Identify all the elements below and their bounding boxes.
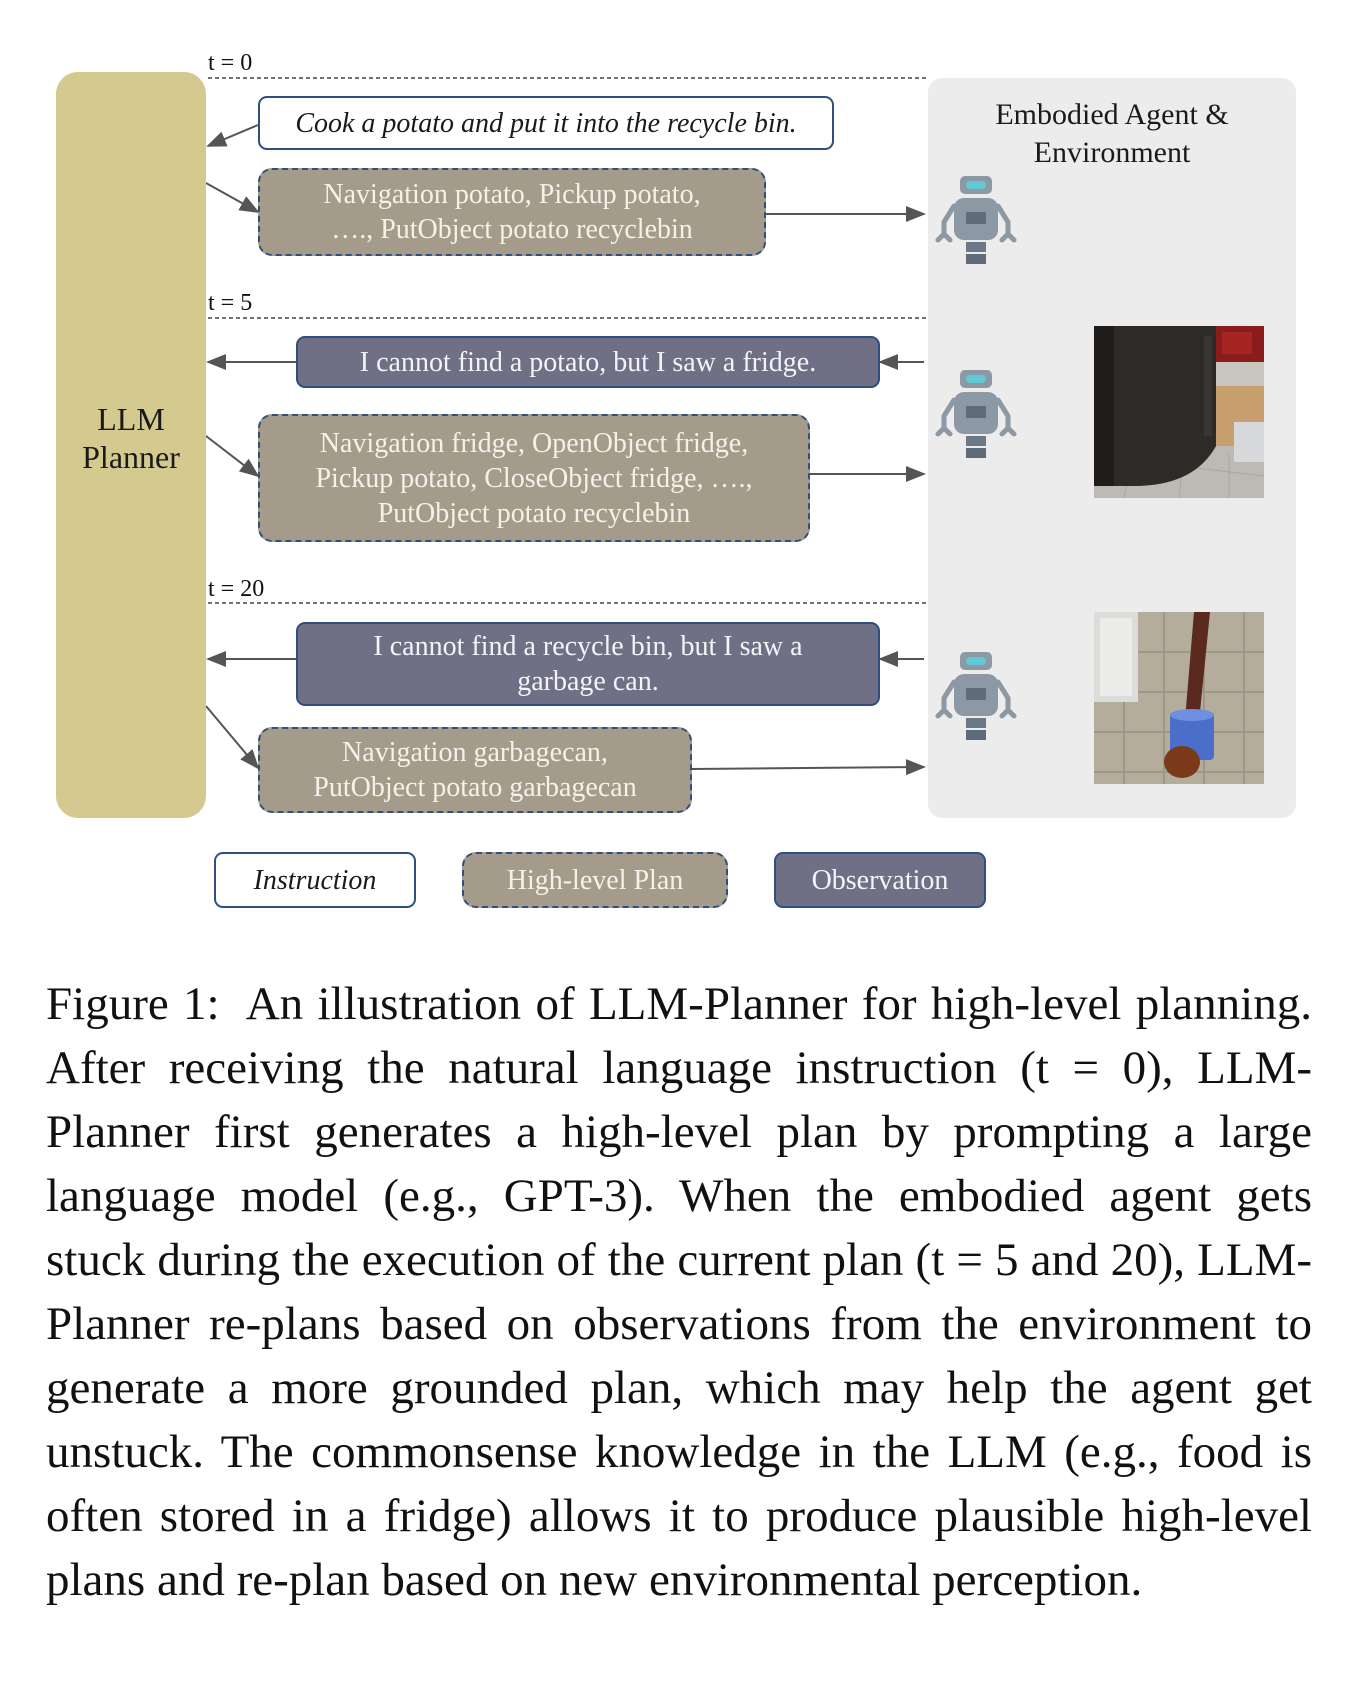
- arrow-planner-to-plan3: [205, 705, 260, 770]
- environment-title: Embodied Agent & Environment: [995, 98, 1229, 169]
- instruction-box: Cook a potato and put it into the recycl…: [258, 96, 834, 150]
- arrow-plan3-to-agent: [691, 759, 926, 776]
- plan-box-3: Navigation garbagecan, PutObject potato …: [258, 727, 692, 813]
- time-marker-t5: t = 5: [208, 290, 253, 316]
- legend-observation: Observation: [774, 852, 986, 908]
- robot-icon: [935, 176, 1017, 264]
- llm-planner-label: LLM Planner: [82, 401, 180, 475]
- caption-label: Figure 1:: [46, 978, 220, 1030]
- figure-diagram: LLM Planner Embodied Agent & Environment…: [56, 50, 1296, 908]
- robot-icon: [935, 652, 1017, 740]
- time-marker-t20: t = 20: [208, 576, 265, 602]
- figure-caption: Figure 1: An illustration of LLM-Planner…: [46, 972, 1312, 1612]
- legend-instruction: Instruction: [214, 852, 416, 908]
- arrow-instruction-to-planner: [206, 124, 259, 147]
- legend-plan: High-level Plan: [462, 852, 728, 908]
- observation-image-fridge: [1094, 326, 1264, 498]
- robot-icon: [935, 370, 1017, 458]
- agent-robots: [935, 176, 1017, 740]
- arrow-planner-to-plan2: [205, 435, 260, 478]
- time-marker-t0: t = 0: [208, 50, 253, 76]
- observation-box-2: I cannot find a recycle bin, but I saw a…: [296, 622, 880, 706]
- observation-image-floor: [1094, 612, 1264, 784]
- plan-box-1: Navigation potato, Pickup potato, …., Pu…: [258, 168, 766, 256]
- plan-box-2: Navigation fridge, OpenObject fridge, Pi…: [258, 414, 810, 542]
- observation-box-1: I cannot find a potato, but I saw a frid…: [296, 336, 880, 388]
- caption-text: An illustration of LLM-Planner for high-…: [46, 978, 1312, 1606]
- llm-planner-block: [56, 72, 206, 818]
- arrow-planner-to-plan1: [205, 182, 260, 213]
